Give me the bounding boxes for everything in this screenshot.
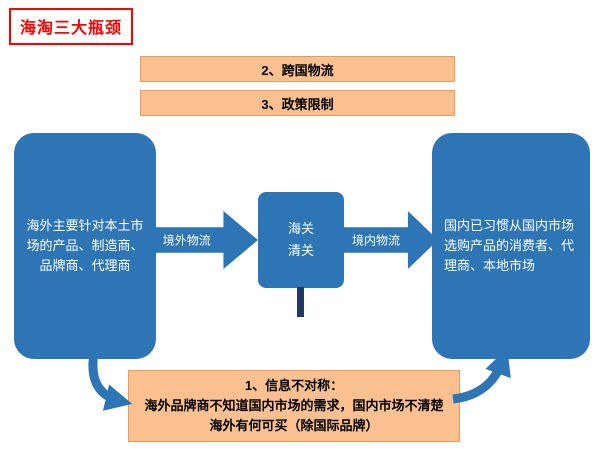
inbound-logistics-label: 境内物流 — [351, 233, 400, 248]
curved-arrow-note-to-right — [452, 348, 511, 404]
outbound-logistics-label: 境外物流 — [162, 233, 211, 248]
banner-cross-border-logistics: 2、跨国物流 — [140, 56, 455, 82]
domestic-market-box: 国内已习惯从国内市场选购产品的消费者、代理商、本地市场 — [432, 133, 590, 359]
info-asymmetry-text: 海外品牌商不知道国内市场的需求，国内市场不清楚海外有何可买（除国际品牌） — [144, 398, 444, 434]
page-title: 海淘三大瓶颈 — [9, 8, 134, 45]
info-asymmetry-box: 1、信息不对称： 海外品牌商不知道国内市场的需求，国内市场不清楚海外有何可买（除… — [128, 370, 460, 442]
customs-clearance-box: 海关清关 — [258, 192, 344, 288]
outbound-logistics-arrow: 境外物流 — [150, 211, 258, 269]
banner-policy-restrictions: 3、政策限制 — [140, 90, 455, 116]
overseas-supply-box: 海外主要针对本土市场的产品、制造商、品牌商、代理商 — [14, 133, 156, 359]
info-asymmetry-title: 1、信息不对称： — [244, 378, 344, 393]
customs-connector-line — [297, 287, 304, 317]
customs-clearance-text: 海关清关 — [287, 220, 314, 258]
inbound-logistics-arrow: 境内物流 — [344, 211, 438, 269]
domestic-market-text: 国内已习惯从国内市场选购产品的消费者、代理商、本地市场 — [444, 217, 575, 274]
overseas-supply-text: 海外主要针对本土市场的产品、制造商、品牌商、代理商 — [26, 217, 144, 274]
